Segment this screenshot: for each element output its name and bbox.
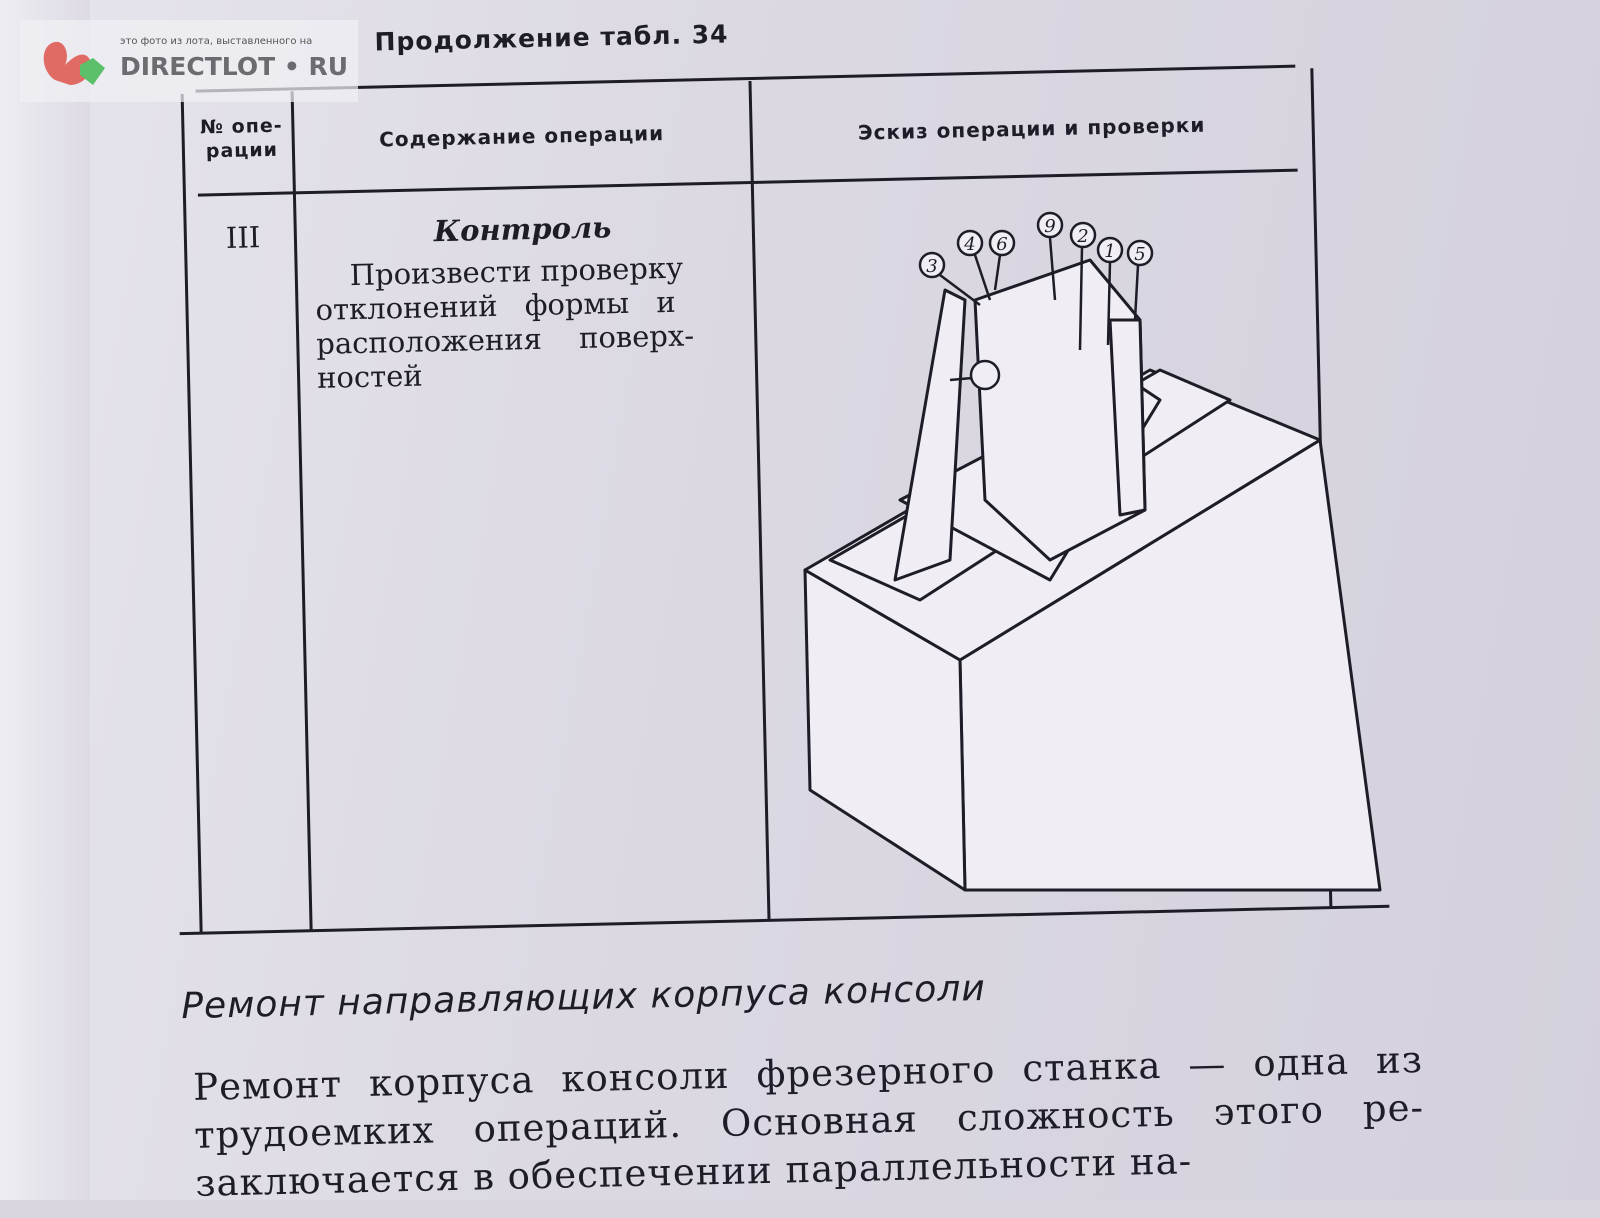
squirrel-logo-icon	[43, 41, 105, 85]
indicator-gauge-icon	[949, 359, 1001, 391]
watermark-brand: DIRECTLOT • RU	[120, 52, 349, 81]
sketch-label-6	[988, 229, 1016, 291]
sketch-label-9-text: 9	[1044, 216, 1055, 237]
sketch-label-5	[1126, 239, 1154, 321]
sketch-label-2	[1069, 221, 1097, 351]
square-tool	[893, 288, 967, 582]
sketch-label-2-text: 2	[1076, 226, 1088, 247]
sketch-label-1-text: 1	[1104, 241, 1115, 262]
watermark-caption: это фото из лота, выставленного на	[120, 36, 313, 47]
sketch-label-1	[1096, 236, 1124, 346]
page-edge-shadow	[0, 0, 90, 1200]
sketch-label-9	[1036, 211, 1064, 301]
sketch-label-3-text: 3	[926, 256, 937, 277]
guide-column-right	[1108, 318, 1147, 517]
watermark: это фото из лота, выставленного на DIREC…	[20, 20, 358, 102]
sketch-label-3	[918, 251, 981, 306]
sketch-label-4	[956, 229, 992, 301]
sketch-label-4-text: 4	[963, 234, 975, 255]
sketch-label-5-text: 5	[1134, 244, 1145, 265]
sketch-label-6-text: 6	[996, 234, 1007, 255]
